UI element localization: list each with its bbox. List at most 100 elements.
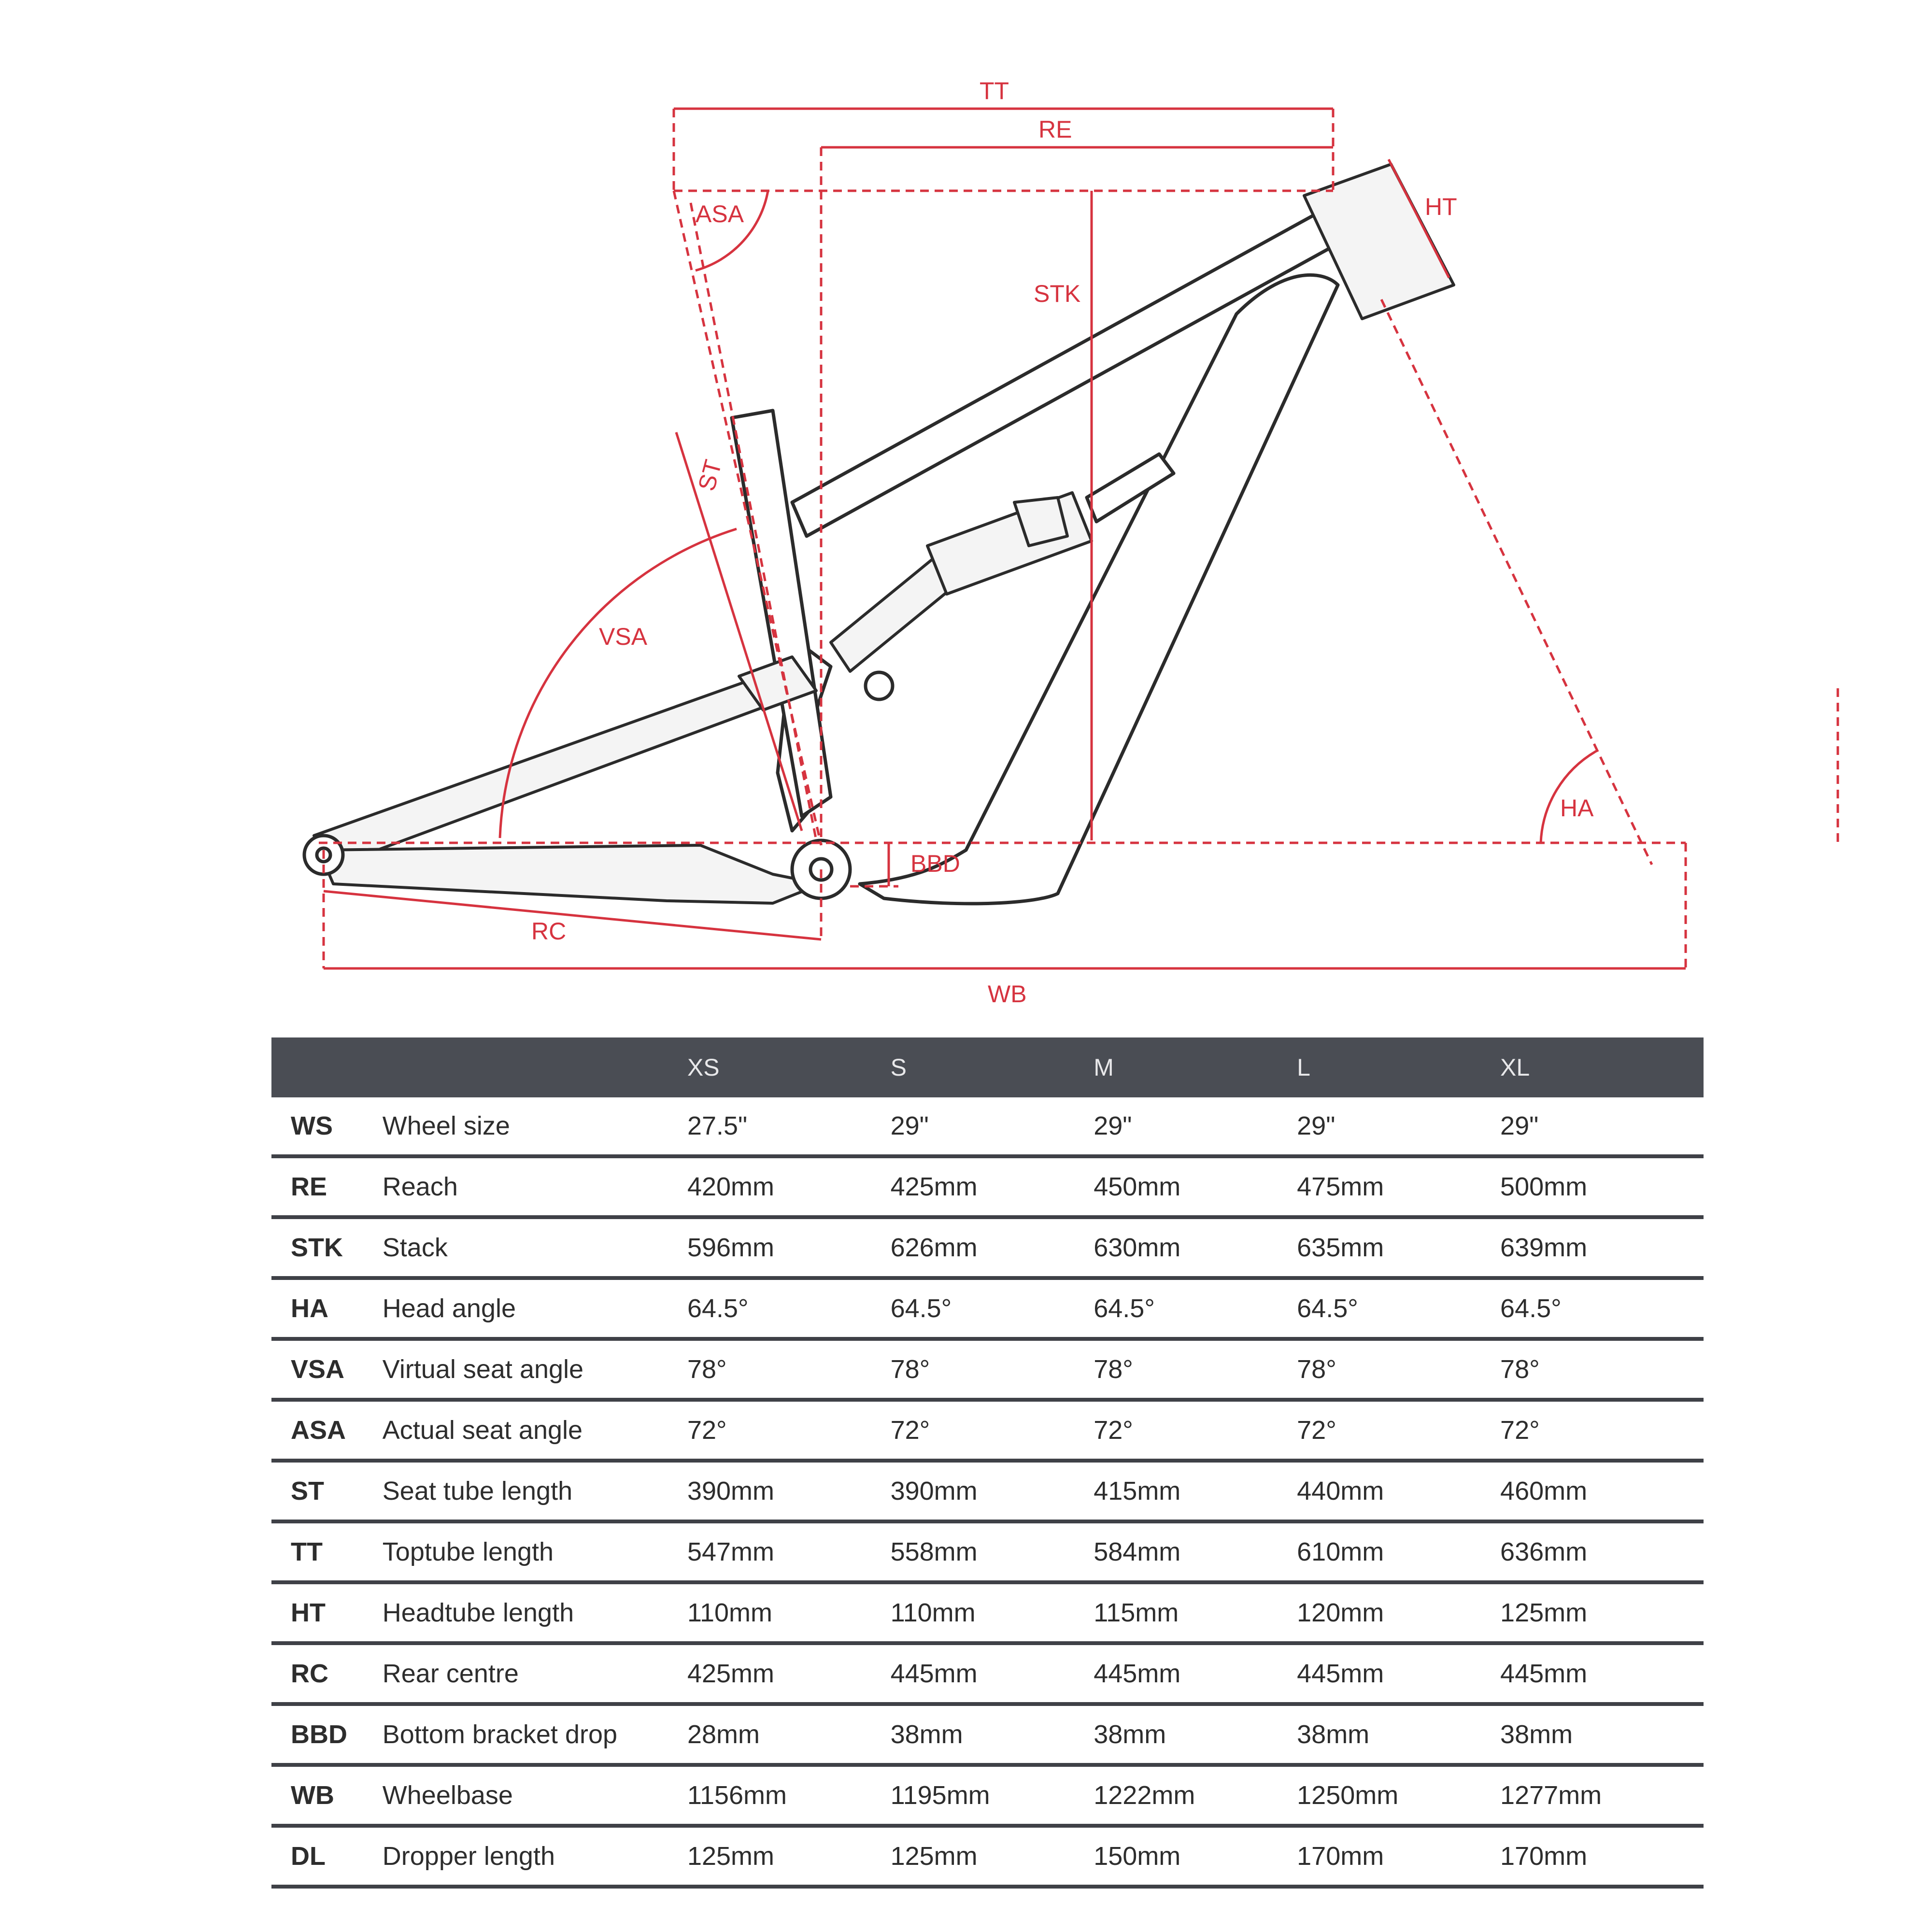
row-value: 558mm xyxy=(890,1521,1094,1584)
row-value: 440mm xyxy=(1297,1461,1501,1523)
row-value: 29" xyxy=(1297,1097,1501,1158)
row-label: Head angle xyxy=(382,1278,687,1341)
label-wb: WB xyxy=(988,980,1027,1008)
row-value: 500mm xyxy=(1500,1156,1704,1219)
row-value: 64.5° xyxy=(890,1278,1094,1341)
row-label: Rear centre xyxy=(382,1643,687,1706)
row-value: 29" xyxy=(1500,1097,1704,1158)
row-value: 110mm xyxy=(890,1582,1094,1645)
label-re: RE xyxy=(1038,116,1072,143)
row-value: 38mm xyxy=(1500,1704,1704,1767)
row-label: Bottom bracket drop xyxy=(382,1704,687,1767)
row-label: Reach xyxy=(382,1156,687,1219)
row-code: WS xyxy=(271,1097,383,1158)
row-value: 72° xyxy=(687,1400,891,1463)
row-value: 78° xyxy=(1500,1339,1704,1402)
row-code: ASA xyxy=(271,1400,383,1463)
column-header: XL xyxy=(1500,1037,1704,1097)
row-code: HA xyxy=(271,1278,383,1341)
label-vsa: VSA xyxy=(599,623,648,650)
column-header: XS xyxy=(687,1037,891,1097)
frame-geometry-diagram: TT RE HT ASA STK ST VSA HA BBD RC WB xyxy=(302,77,1839,1008)
bike-frame xyxy=(302,163,1455,906)
row-value: 475mm xyxy=(1297,1156,1501,1219)
row-label: Dropper length xyxy=(382,1826,687,1889)
row-label: Wheel size xyxy=(382,1097,687,1158)
row-value: 150mm xyxy=(1094,1826,1297,1889)
row-value: 78° xyxy=(890,1339,1094,1402)
row-code: BBD xyxy=(271,1704,383,1767)
row-value: 445mm xyxy=(1297,1643,1501,1706)
row-value: 1195mm xyxy=(890,1765,1094,1828)
row-value: 1277mm xyxy=(1500,1765,1704,1828)
label-rc: RC xyxy=(531,918,566,945)
row-value: 450mm xyxy=(1094,1156,1297,1219)
column-header: M xyxy=(1094,1037,1297,1097)
row-label: Seat tube length xyxy=(382,1461,687,1523)
row-value: 38mm xyxy=(1094,1704,1297,1767)
label-ht: HT xyxy=(1425,193,1457,220)
row-value: 547mm xyxy=(687,1521,891,1584)
row-value: 445mm xyxy=(890,1643,1094,1706)
row-code: ST xyxy=(271,1461,383,1523)
row-label: Stack xyxy=(382,1217,687,1280)
row-value: 72° xyxy=(1094,1400,1297,1463)
row-value: 72° xyxy=(890,1400,1094,1463)
row-code: TT xyxy=(271,1521,383,1584)
row-value: 120mm xyxy=(1297,1582,1501,1645)
row-value: 630mm xyxy=(1094,1217,1297,1280)
row-value: 636mm xyxy=(1500,1521,1704,1584)
dimension-lines xyxy=(319,107,1839,970)
row-label: Virtual seat angle xyxy=(382,1339,687,1402)
label-st: ST xyxy=(693,457,727,494)
row-value: 78° xyxy=(1094,1339,1297,1402)
row-code: STK xyxy=(271,1217,383,1280)
label-stk: STK xyxy=(1034,280,1080,307)
row-value: 460mm xyxy=(1500,1461,1704,1523)
row-value: 29" xyxy=(890,1097,1094,1158)
row-value: 64.5° xyxy=(687,1278,891,1341)
row-label: Actual seat angle xyxy=(382,1400,687,1463)
row-value: 425mm xyxy=(687,1643,891,1706)
row-value: 38mm xyxy=(1297,1704,1501,1767)
row-value: 584mm xyxy=(1094,1521,1297,1584)
row-value: 445mm xyxy=(1094,1643,1297,1706)
row-value: 425mm xyxy=(890,1156,1094,1219)
row-code: VSA xyxy=(271,1339,383,1402)
row-value: 596mm xyxy=(687,1217,891,1280)
row-value: 1156mm xyxy=(687,1765,891,1828)
dimension-labels: TT RE HT ASA STK ST VSA HA BBD RC WB xyxy=(531,77,1594,1008)
row-value: 445mm xyxy=(1500,1643,1704,1706)
column-header: L xyxy=(1297,1037,1501,1097)
row-code: DL xyxy=(271,1826,383,1889)
row-value: 626mm xyxy=(890,1217,1094,1280)
row-value: 110mm xyxy=(687,1582,891,1645)
row-value: 635mm xyxy=(1297,1217,1501,1280)
row-value: 78° xyxy=(687,1339,891,1402)
row-value: 415mm xyxy=(1094,1461,1297,1523)
row-value: 125mm xyxy=(890,1826,1094,1889)
row-value: 38mm xyxy=(890,1704,1094,1767)
row-value: 29" xyxy=(1094,1097,1297,1158)
row-code: RC xyxy=(271,1643,383,1706)
row-value: 28mm xyxy=(687,1704,891,1767)
row-value: 115mm xyxy=(1094,1582,1297,1645)
column-header: S xyxy=(890,1037,1094,1097)
row-value: 64.5° xyxy=(1500,1278,1704,1341)
column-header xyxy=(382,1037,687,1097)
row-value: 170mm xyxy=(1500,1826,1704,1889)
